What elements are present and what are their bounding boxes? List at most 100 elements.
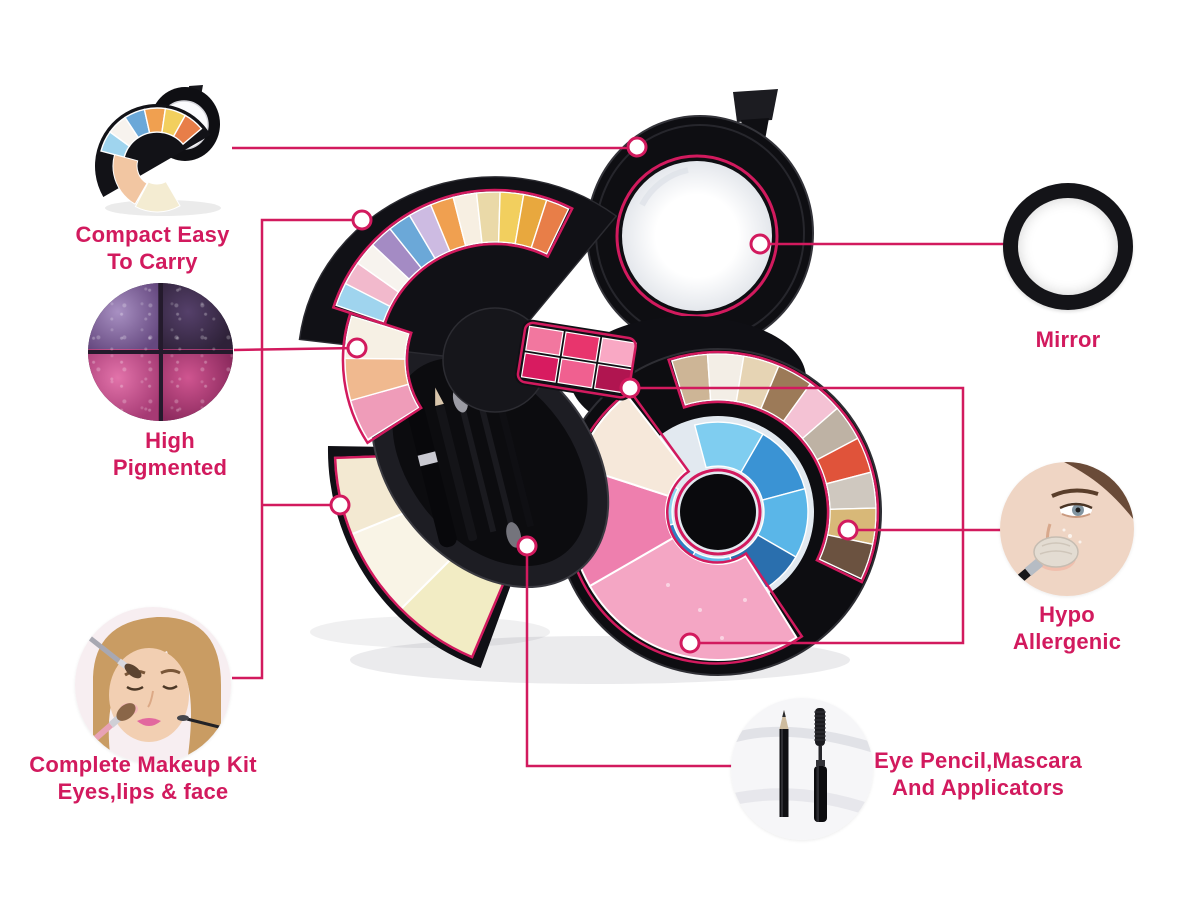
powder-dust [1078, 540, 1082, 544]
makeup-model-photo [75, 607, 231, 763]
mirror-photo [1003, 183, 1133, 310]
label-line: To Carry [107, 249, 198, 274]
brush-bristles [116, 703, 136, 721]
hypo-allergenic-label: Hypo Allergenic [1002, 601, 1132, 655]
connector-line [525, 546, 732, 768]
pencil-wood-tip [779, 710, 789, 729]
anchor-dot [626, 136, 648, 158]
eyeshadow-swatch [157, 349, 233, 421]
eyeshadow-swatch [172, 114, 203, 146]
eyeshadow-swatch [88, 283, 164, 355]
applicator-sponge [506, 522, 522, 548]
label-line: Eye Pencil,Mascara [874, 748, 1082, 773]
mascara-collar [816, 760, 825, 766]
mirror-label: Mirror [1003, 326, 1133, 353]
thumb-bg [731, 698, 873, 840]
applicator-sponge [177, 715, 189, 721]
anchor-dot [837, 519, 859, 541]
anchor-dot [346, 337, 368, 359]
anchor-dot [516, 535, 538, 557]
connector-line [232, 218, 362, 680]
swatch-divider [88, 350, 233, 354]
lip-palette [514, 319, 639, 401]
eyeshadow-swatch [818, 534, 874, 580]
top-blush-outline [341, 311, 423, 445]
shimmer-dot [666, 583, 670, 587]
label-line: Compact Easy [75, 222, 230, 247]
applicator-tray [370, 335, 610, 589]
bristle-lines [1039, 542, 1073, 555]
shimmer-dot [698, 608, 702, 612]
brush-bristles [1033, 536, 1079, 568]
eyebrow [160, 669, 181, 675]
closed-eye [162, 684, 178, 690]
hypo-allergenic-photo [1000, 462, 1134, 596]
mirror-ring [615, 154, 779, 318]
right-fan-outline [667, 350, 880, 584]
applicators [406, 387, 535, 548]
eye-pencil-photo [731, 698, 873, 840]
label-line: Pigmented [112, 455, 228, 480]
palette-center [680, 474, 756, 550]
pencil-body [779, 729, 789, 817]
label-line: Eyes,lips & face [57, 779, 229, 804]
mascara-wand [818, 746, 822, 760]
powder-dust [1068, 534, 1072, 538]
pencil-lead [782, 710, 786, 717]
lip-palette-outline [516, 321, 637, 399]
high-pigmented-label: High Pigmented [95, 427, 245, 481]
connector-line [233, 346, 358, 352]
nose [147, 690, 154, 708]
mascara-handle [814, 766, 827, 822]
lid-hinge [733, 89, 778, 122]
powder-dust [1062, 528, 1066, 532]
mascara-highlight [816, 766, 819, 822]
label-line: And Applicators [891, 775, 1065, 800]
compact-photo [85, 80, 235, 222]
mascara-band [417, 451, 438, 467]
anchor-dot [351, 209, 373, 231]
brush-handle [498, 409, 535, 528]
brush-ferrule [1024, 558, 1044, 576]
anchor-dot [679, 632, 701, 654]
pencil-tip [435, 387, 444, 407]
lip-gloss-swatch [557, 358, 597, 389]
glitter-texture [88, 283, 233, 421]
palette-center-ring [674, 468, 762, 556]
lip-gloss-swatch [525, 325, 564, 357]
label-line: Complete Makeup Kit [29, 752, 257, 777]
shimmer-dot [743, 598, 747, 602]
lip-gloss-swatch [598, 337, 637, 368]
label-line: High [145, 428, 195, 453]
compact-photo-illustration [94, 85, 221, 216]
high-pigmented-photo [88, 283, 233, 421]
eyebrow [1051, 488, 1099, 498]
eyelid [1059, 502, 1093, 510]
thumb-cream [134, 180, 181, 213]
label-line: Allergenic [1012, 629, 1122, 654]
mirror-glass [622, 161, 772, 311]
compact-feature-label: Compact Easy To Carry [55, 221, 250, 275]
lips [137, 718, 161, 726]
applicator-stick [479, 408, 516, 530]
makeup-model-illustration [75, 607, 231, 763]
top-fan-outline [331, 188, 574, 326]
pupil [1075, 507, 1081, 513]
eyeshadow-swatch [530, 199, 570, 255]
label-line: Mirror [1035, 327, 1101, 352]
anchor-dot [329, 494, 351, 516]
eye-pencil-illustration [731, 698, 873, 840]
makeup-kit-product [232, 89, 1004, 768]
eye-pencil [435, 404, 478, 542]
complete-kit-label: Complete Makeup Kit Eyes,lips & face [15, 751, 271, 805]
mascara-tube [406, 402, 457, 548]
lower-lid [1061, 513, 1091, 518]
connector-line [630, 386, 965, 645]
pencil-highlight [781, 729, 783, 817]
lip-gloss-swatch [520, 352, 560, 383]
hypo-allergenic-illustration [1000, 462, 1134, 596]
anchor-dot [749, 233, 771, 255]
closed-eye [126, 685, 144, 691]
